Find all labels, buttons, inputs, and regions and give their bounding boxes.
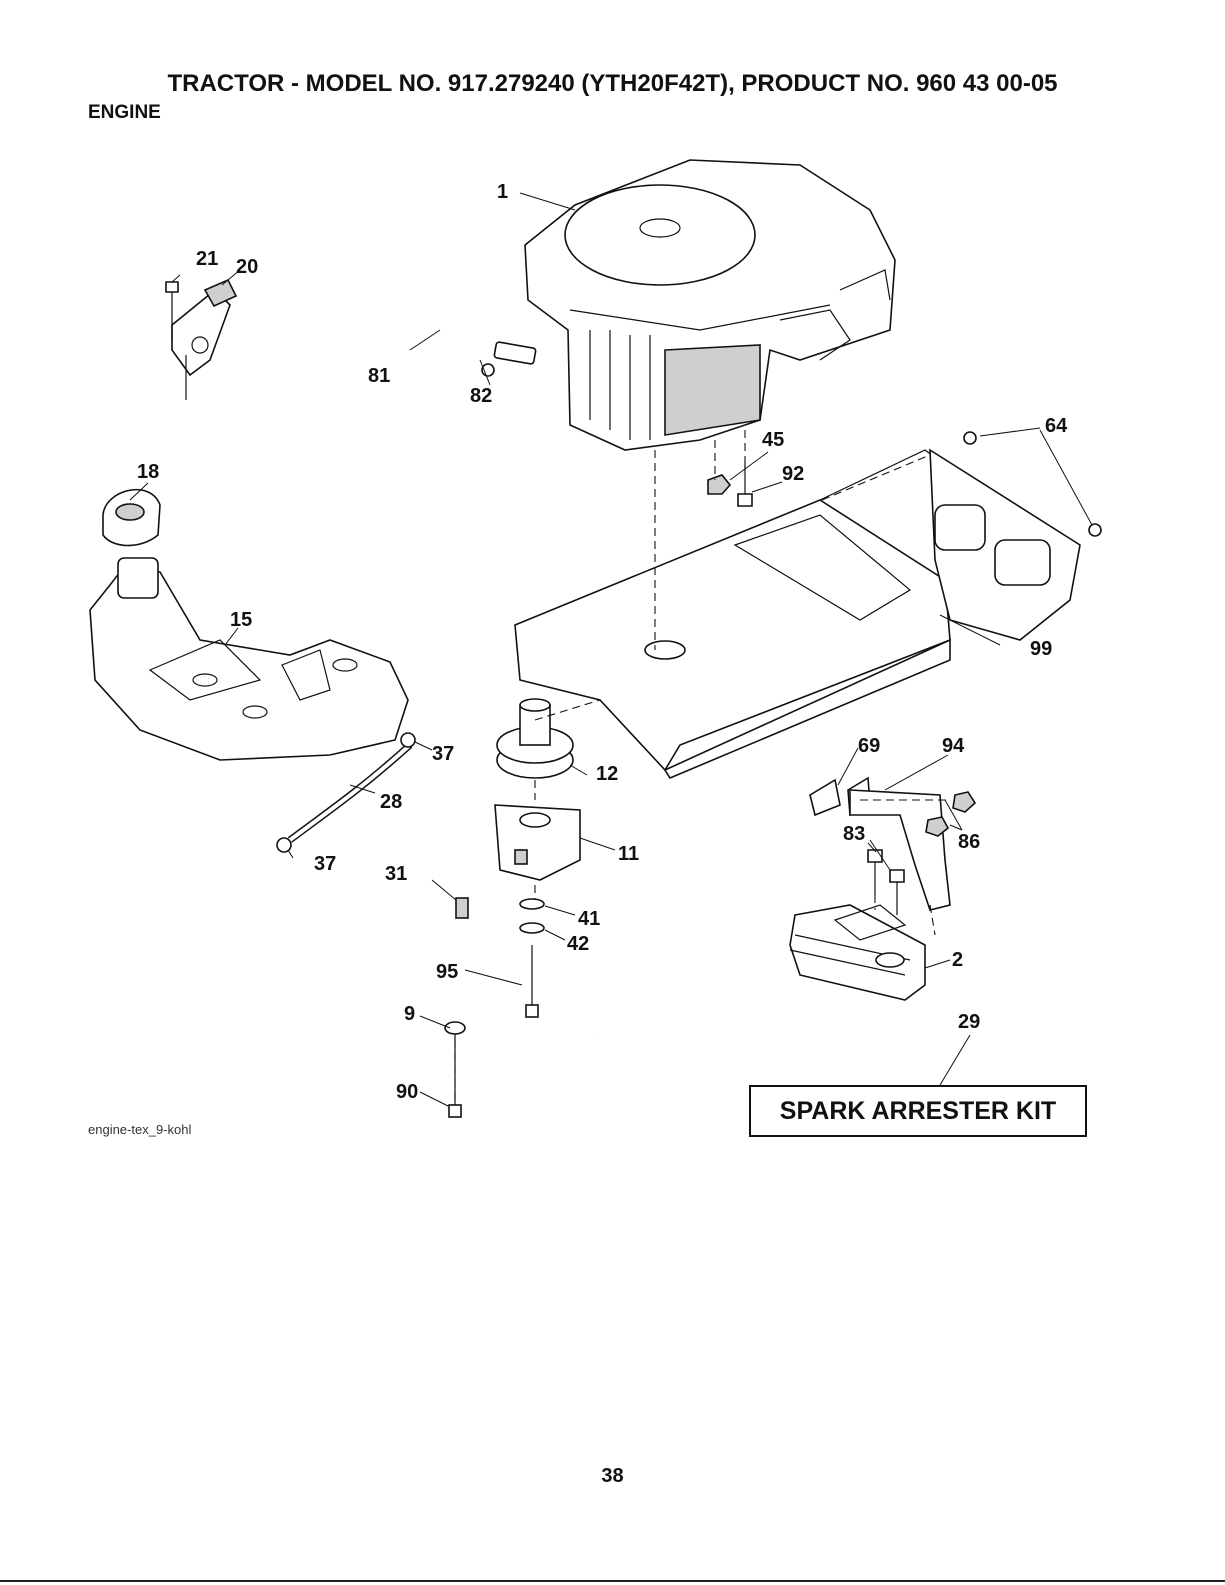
throttle-bracket-part (172, 280, 236, 400)
nut-45-part (708, 475, 730, 494)
hose-clamp-lower-part (277, 838, 291, 852)
pulley-part (497, 699, 573, 778)
callout-82: 82 (470, 385, 492, 407)
callout-18: 18 (137, 461, 159, 483)
callout-69: 69 (858, 735, 880, 757)
callout-64: 64 (1045, 415, 1068, 437)
callout-21: 21 (196, 248, 218, 270)
callout-99: 99 (1030, 638, 1052, 660)
key-31-part (456, 898, 468, 918)
callout-11: 11 (618, 843, 639, 865)
nut-86-upper-part (953, 792, 975, 812)
engine-part (525, 160, 895, 450)
callout-86: 86 (958, 831, 980, 853)
hose-clamp-upper-part (401, 733, 415, 747)
callout-81: 81 (368, 365, 390, 387)
washer-41-part (520, 899, 544, 909)
callout-28: 28 (380, 791, 402, 813)
bottom-rule (0, 1580, 1225, 1582)
callout-12: 12 (596, 763, 618, 785)
callout-95: 95 (436, 961, 458, 983)
fuel-tank-part (90, 558, 408, 760)
callout-42: 42 (567, 933, 589, 955)
bolt-83-left-part (868, 850, 882, 895)
callout-92: 92 (782, 463, 804, 485)
callout-90: 90 (396, 1081, 418, 1103)
page-number: 38 (0, 1465, 1225, 1488)
bolt-83-right-part (890, 870, 904, 915)
washer-42-part (520, 923, 544, 933)
callout-45: 45 (762, 429, 784, 451)
muffler-part (790, 905, 925, 1000)
callout-31: 31 (385, 863, 407, 885)
callout-37-lower: 37 (314, 853, 336, 875)
rear-plate-part (930, 450, 1080, 640)
callout-29: 29 (958, 1011, 980, 1033)
spark-arrester-kit-label: SPARK ARRESTER KIT (749, 1085, 1087, 1137)
callout-94: 94 (942, 735, 965, 757)
screw-64-lower-part (1089, 524, 1101, 536)
callout-1: 1 (497, 181, 508, 203)
bolt-95-part (526, 945, 538, 1017)
exhaust-pipe-part (850, 790, 950, 910)
clutch-part (495, 805, 580, 880)
fuel-filter-part (482, 342, 536, 376)
callout-15: 15 (230, 609, 252, 631)
bolt-92-part (738, 460, 752, 506)
screw-64-upper-part (964, 432, 976, 444)
callout-2: 2 (952, 949, 963, 971)
callout-41: 41 (578, 908, 600, 930)
fuel-line-part (355, 312, 490, 345)
callout-9: 9 (404, 1003, 415, 1025)
nut-86-lower-part (926, 817, 948, 836)
rod-9-part (445, 1022, 640, 1125)
diagram-reference-tag: engine-tex_9-kohl (88, 1122, 191, 1137)
callout-20: 20 (236, 256, 258, 278)
callout-37-upper: 37 (432, 743, 454, 765)
callout-83: 83 (843, 823, 865, 845)
